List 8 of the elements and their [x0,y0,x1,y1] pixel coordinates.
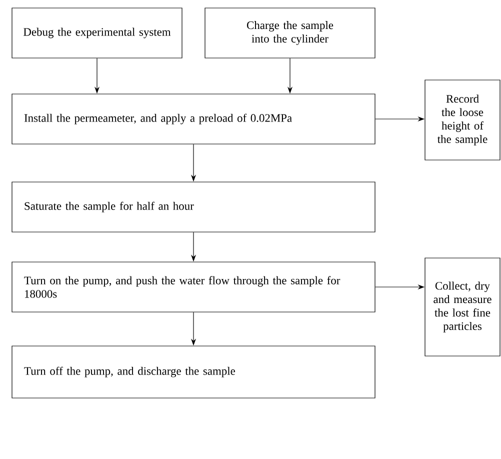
process-box: Install the permeameter, and apply a preload of 0.02MPa [12,94,376,144]
process-box: Charge the sample into the cylinder [204,8,376,58]
process-box: Saturate the sample for half an hour [12,182,376,232]
process-box: Turn on the pump, and push the water flow through the sample for 18000s [12,262,376,312]
process-box: Turn off the pump, and discharge the sample [12,346,376,398]
note-box: Collect, dry and measure the lost fine particles [424,258,500,356]
process-box: Debug the experimental system [12,8,182,58]
note-box: Record the loose height of the sample [424,80,500,160]
